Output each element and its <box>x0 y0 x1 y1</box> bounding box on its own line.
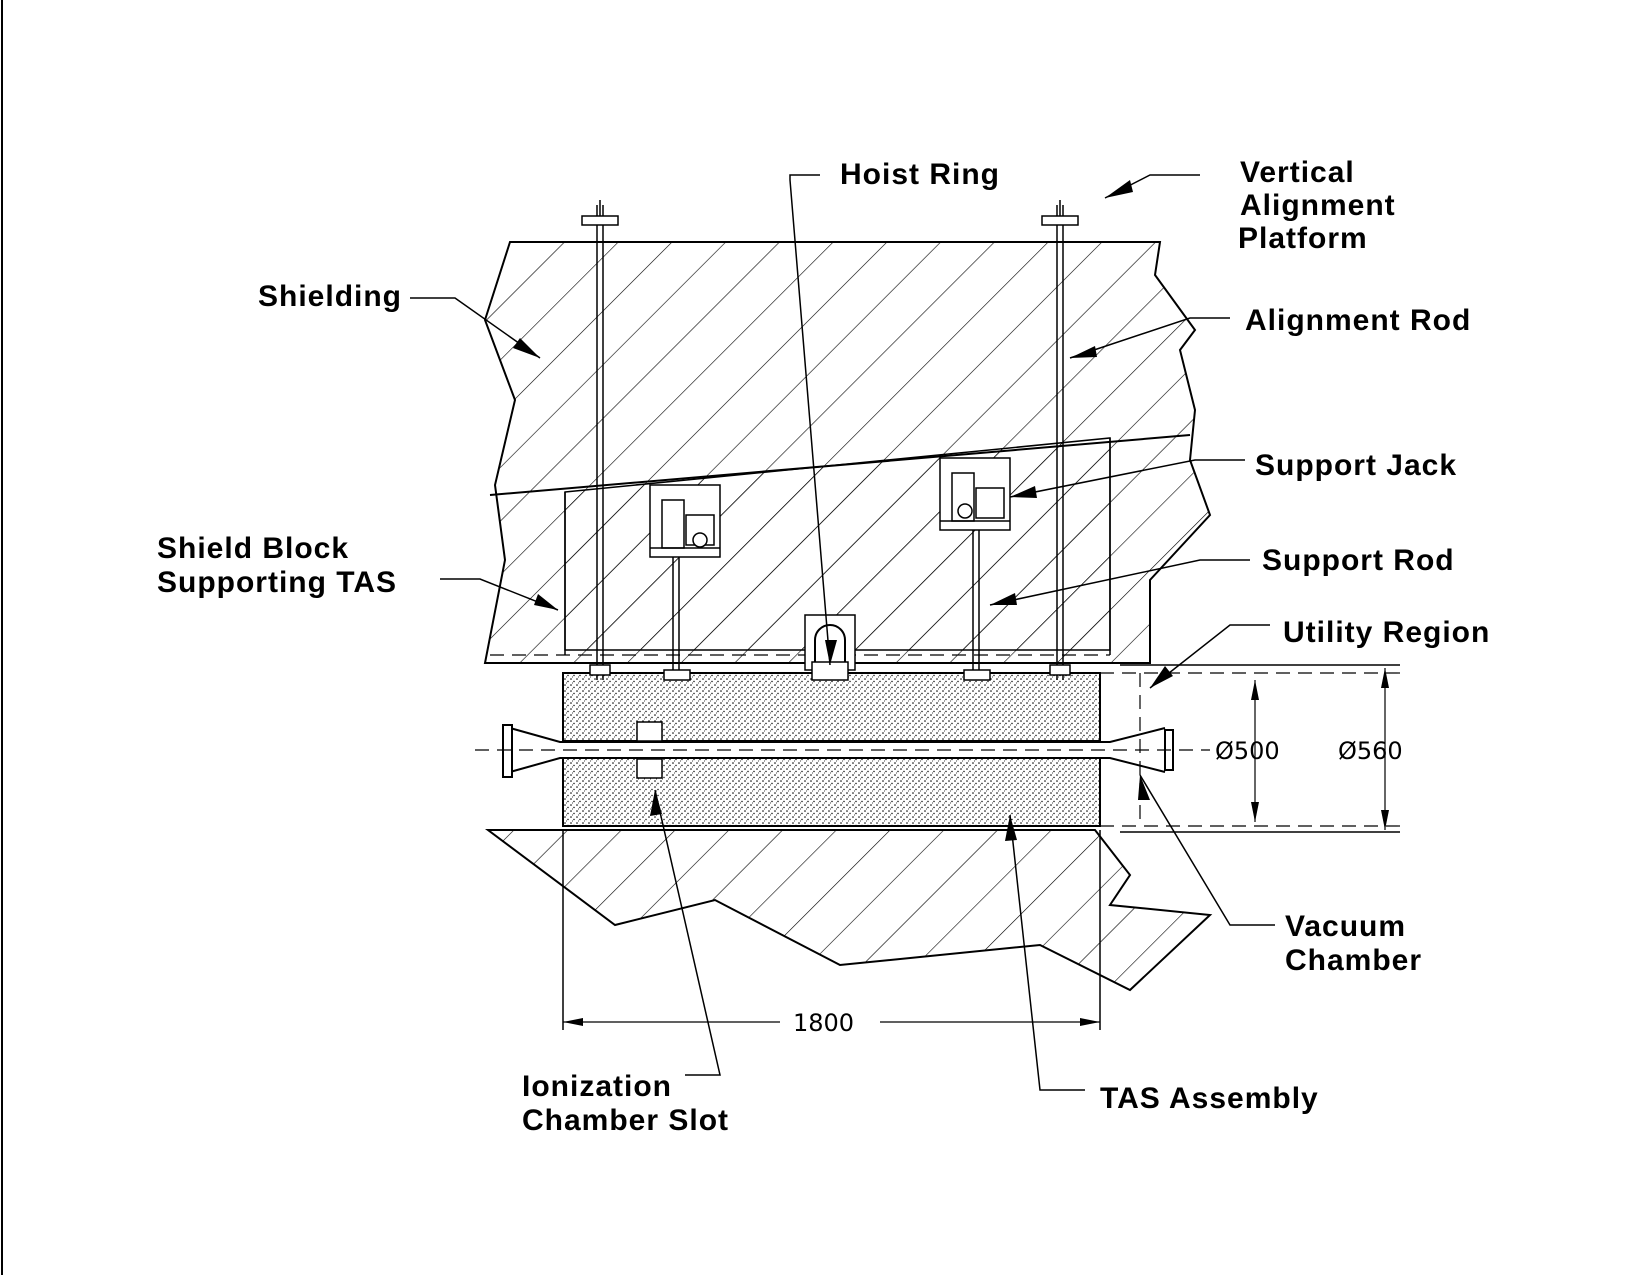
dimension-length: 1800 <box>793 1009 854 1037</box>
label-support-rod: Support Rod <box>1262 544 1455 577</box>
svg-text:Shield Block: Shield Block <box>157 532 349 565</box>
dimension-lines <box>563 668 1386 1023</box>
svg-text:Platform: Platform <box>1238 222 1368 255</box>
label-shield-block: Shield Block Supporting TAS <box>157 532 397 599</box>
dimension-arrowheads <box>563 668 1389 1026</box>
leader-lines <box>410 174 1275 1091</box>
svg-text:Vertical: Vertical <box>1240 156 1355 189</box>
label-vertical-alignment-platform: Vertical Alignment Platform <box>1238 156 1396 255</box>
label-ionization-chamber-slot: Ionization Chamber Slot <box>522 1070 729 1137</box>
dimension-inner-diameter: Ø500 <box>1215 737 1280 765</box>
upper-shielding <box>483 241 1212 664</box>
utility-region-outline <box>1100 664 1400 833</box>
svg-text:Chamber Slot: Chamber Slot <box>522 1104 729 1137</box>
label-tas-assembly: TAS Assembly <box>1100 1082 1319 1115</box>
label-hoist-ring: Hoist Ring <box>840 158 1000 191</box>
label-utility-region: Utility Region <box>1283 616 1490 649</box>
label-alignment-rod: Alignment Rod <box>1245 304 1471 337</box>
alignment-rod-left <box>581 200 619 680</box>
leader-arrowheads <box>513 180 1173 841</box>
alignment-rod-right <box>1041 200 1079 680</box>
label-shielding: Shielding <box>258 280 402 313</box>
svg-text:Chamber: Chamber <box>1285 944 1422 977</box>
lower-shielding <box>484 829 1213 1030</box>
support-jack-right <box>939 457 1011 681</box>
dimension-outer-diameter: Ø560 <box>1338 737 1403 765</box>
support-jack-left <box>649 484 721 681</box>
svg-text:Alignment: Alignment <box>1240 189 1396 222</box>
svg-text:Vacuum: Vacuum <box>1285 910 1406 943</box>
svg-text:Supporting TAS: Supporting TAS <box>157 566 397 599</box>
svg-text:Ionization: Ionization <box>522 1070 672 1103</box>
label-vacuum-chamber: Vacuum Chamber <box>1285 910 1422 977</box>
label-support-jack: Support Jack <box>1255 449 1457 482</box>
vacuum-chamber <box>475 721 1210 779</box>
